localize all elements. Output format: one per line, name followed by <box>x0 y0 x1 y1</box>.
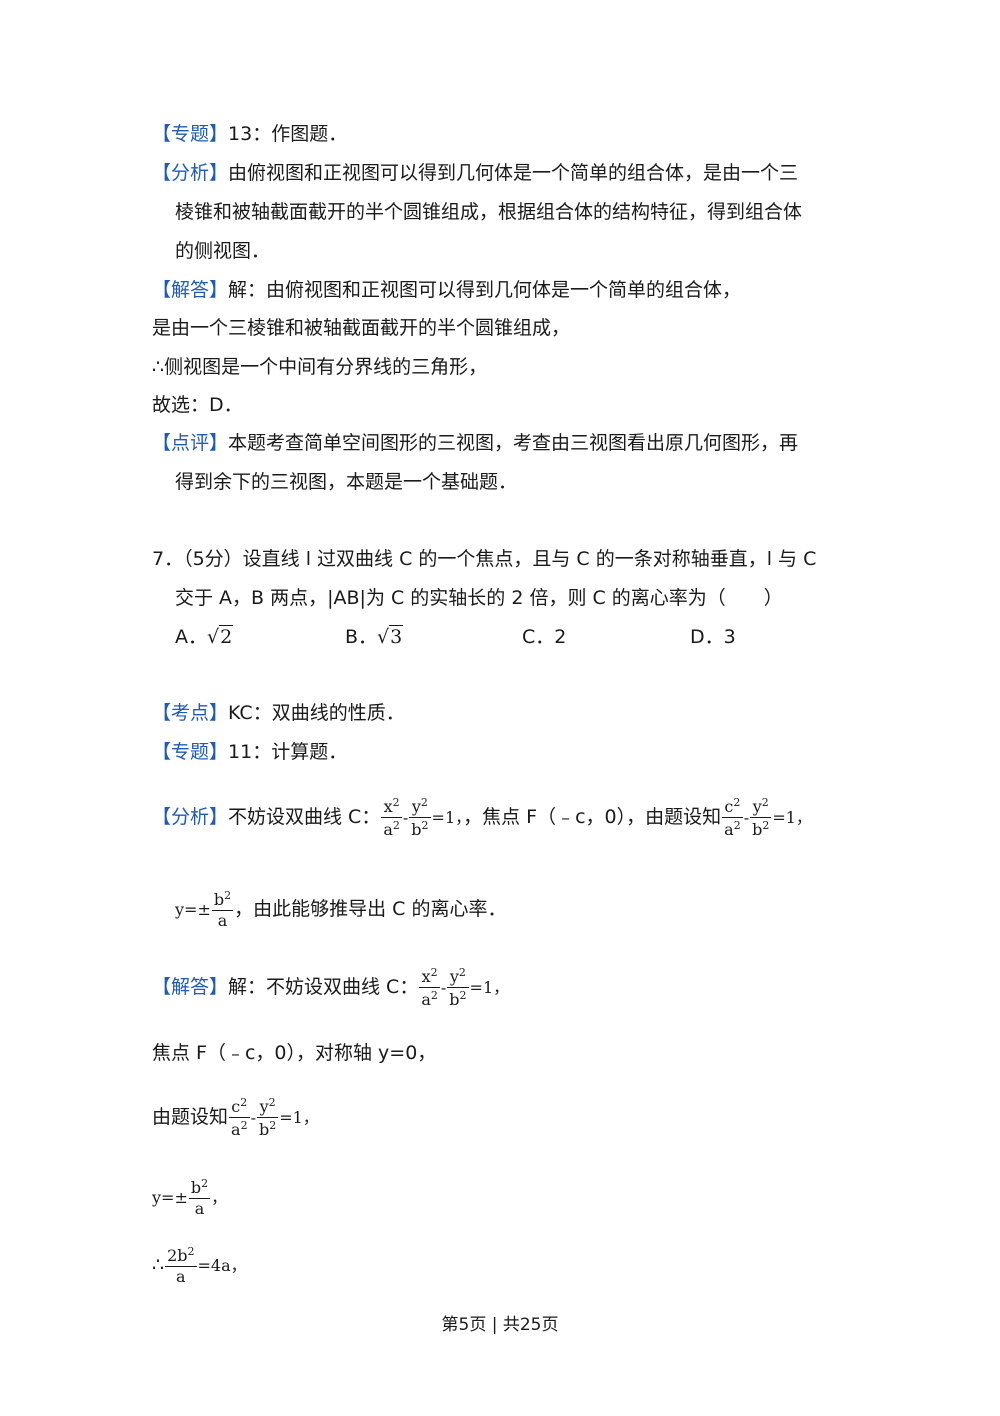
tishe-pre: 由题设知 <box>152 1106 229 1128</box>
focus-line: 焦点 F（﹣c，0），对称轴 y=0， <box>152 1042 437 1064</box>
fenxi-tag: 【分析】 <box>152 162 229 184</box>
question-7-line-1: 7．（5分）设直线 l 过双曲线 C 的一个焦点，且与 C 的一条对称轴垂直，l… <box>152 548 817 570</box>
fenxi-post: ，由此能够推导出 C 的离心率． <box>234 898 507 920</box>
option-a-value: √2 <box>207 625 234 648</box>
option-b-value: √3 <box>377 625 404 648</box>
fenxi-text-1: 由俯视图和正视图可以得到几何体是一个简单的组合体，是由一个三 <box>228 162 799 184</box>
kaodian-text: KC：双曲线的性质． <box>228 702 405 724</box>
question-7-line-2: 交于 A，B 两点，|AB|为 C 的实轴长的 2 倍，则 C 的离心率为（ ） <box>175 587 783 609</box>
option-b: B．√3 <box>345 624 404 650</box>
fenxi-text-2: 棱锥和被轴截面截开的半个圆锥组成，根据组合体的结构特征，得到组合体 <box>175 201 803 223</box>
zhuanti-text: 13：作图题． <box>228 123 348 145</box>
fenxi-pre: 不妨设双曲线 C： <box>228 806 381 828</box>
jieda-text-3: ∴侧视图是一个中间有分界线的三角形， <box>152 356 488 378</box>
option-d: D．3 <box>690 626 736 648</box>
jieda-text-1: 解：由俯视图和正视图可以得到几何体是一个简单的组合体， <box>228 279 742 301</box>
zhuanti-tag-7: 【专题】 <box>152 741 229 763</box>
jieda-text-2: 是由一个三棱锥和被轴截面截开的半个圆锥组成， <box>152 317 571 339</box>
option-a-label: A． <box>175 626 207 648</box>
dianping-text-2: 得到余下的三视图，本题是一个基础题． <box>175 471 518 493</box>
dianping-line: 【点评】本题考查简单空间图形的三视图，考查由三视图看出原几何图形，再 <box>152 430 798 456</box>
fenxi-text-3: 的侧视图． <box>175 240 271 262</box>
zhuanti-line-7: 【专题】11：计算题． <box>152 739 347 765</box>
dianping-text-1: 本题考查简单空间图形的三视图，考查由三视图看出原几何图形，再 <box>228 432 799 454</box>
jieda-text-4: 故选：D． <box>152 394 243 416</box>
fenxi-tag-7: 【分析】 <box>152 806 229 828</box>
jieda-line: 【解答】解：由俯视图和正视图可以得到几何体是一个简单的组合体， <box>152 277 741 303</box>
jieda-tag-7: 【解答】 <box>152 976 229 998</box>
fenxi-line: 【分析】由俯视图和正视图可以得到几何体是一个简单的组合体，是由一个三 <box>152 160 798 186</box>
fenxi-mid: ，焦点 F（﹣c，0），由题设知 <box>463 806 722 828</box>
option-a: A．√2 <box>175 624 234 650</box>
dianping-tag: 【点评】 <box>152 432 229 454</box>
option-c: C．2 <box>522 626 567 648</box>
kaodian-tag: 【考点】 <box>152 702 229 724</box>
kaodian-line: 【考点】KC：双曲线的性质． <box>152 700 405 726</box>
zhuanti-tag: 【专题】 <box>152 123 229 145</box>
zhuanti-line: 【专题】13：作图题． <box>152 121 347 147</box>
jieda-pre: 解：不妨设双曲线 C： <box>228 976 419 998</box>
jieda-tag: 【解答】 <box>152 279 229 301</box>
page-footer: 第5页 | 共25页 <box>441 1315 559 1335</box>
option-b-label: B． <box>345 626 378 648</box>
zhuanti-text-7: 11：计算题． <box>228 741 348 763</box>
